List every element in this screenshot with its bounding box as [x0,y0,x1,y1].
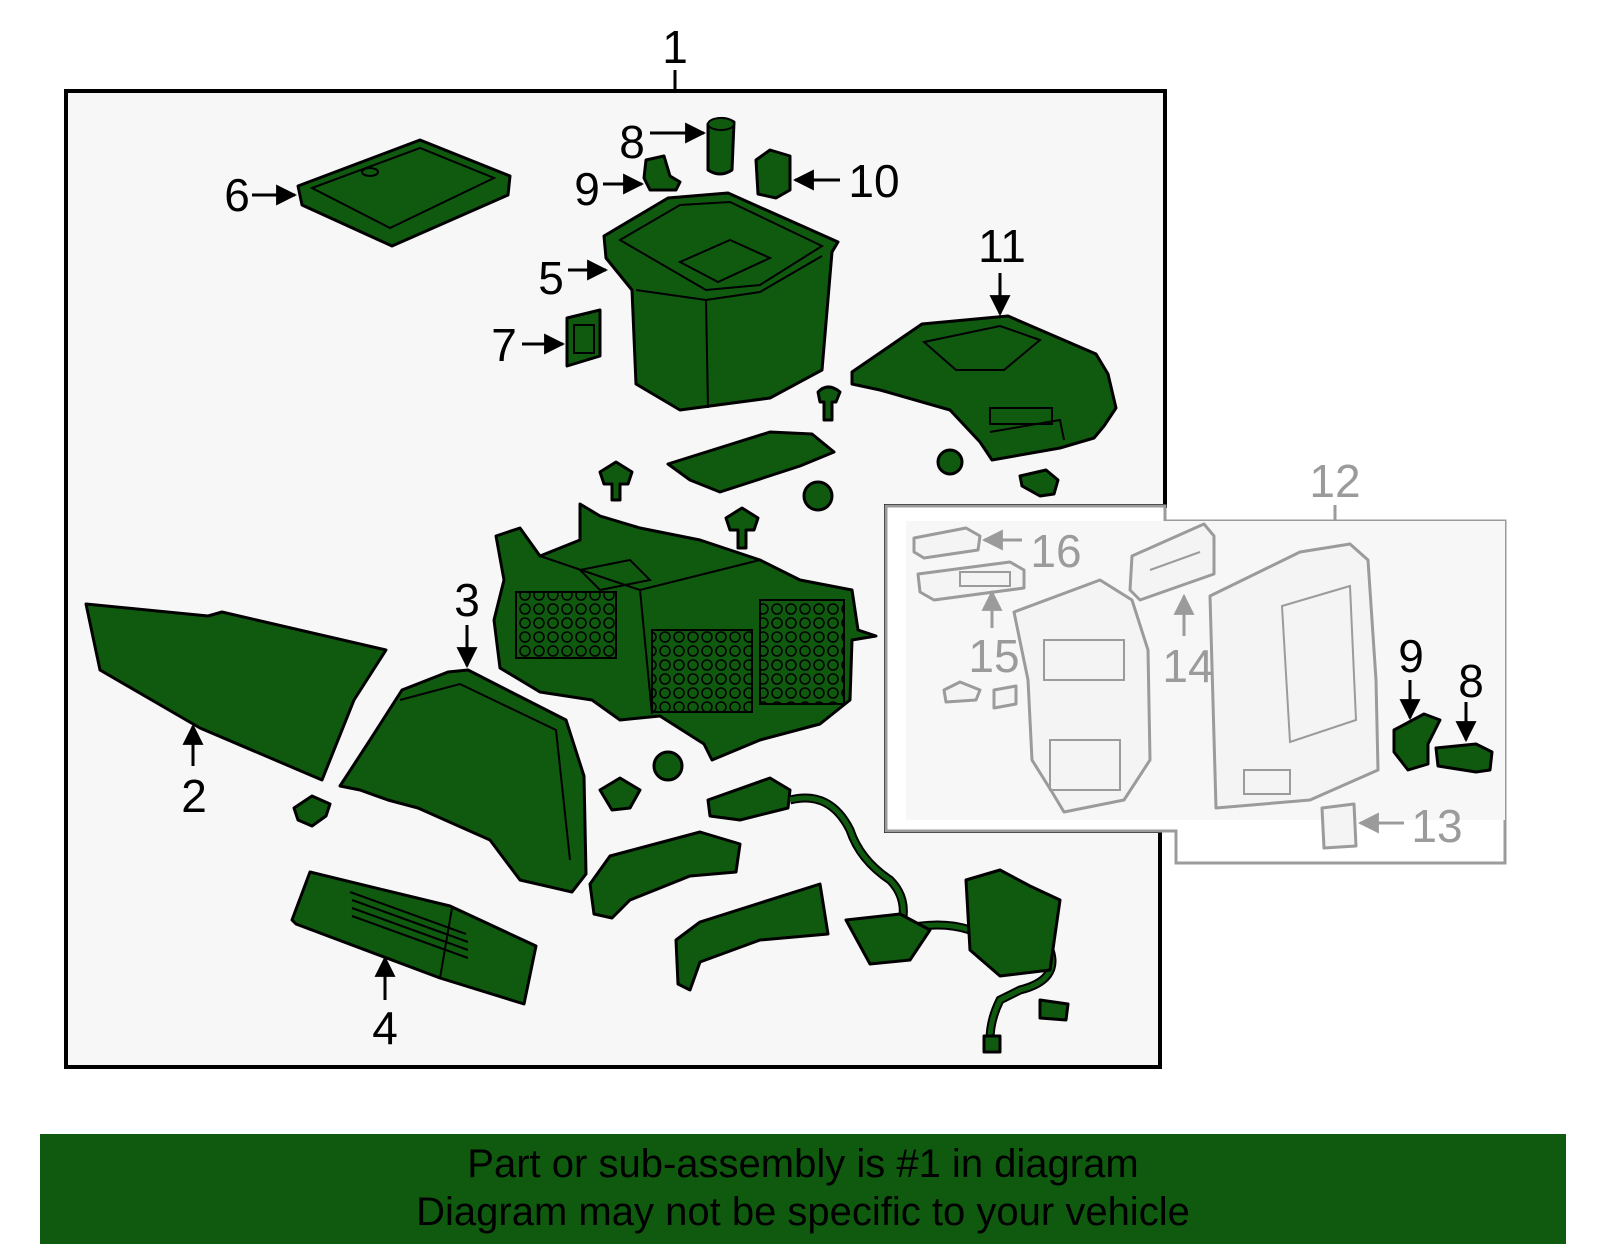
fasteners-lower [292,750,684,828]
part-bracket-plate [666,430,836,494]
leader-arrows [182,122,1477,1000]
callout-8: 8 [619,116,645,168]
callout-12: 12 [1309,455,1360,507]
callout-4: 4 [372,1002,398,1054]
part-3-front-panel [338,668,588,894]
part-lower-brackets [588,776,830,992]
callout-14: 14 [1162,640,1213,692]
fasteners-sub [942,680,1018,710]
part-13-switch [1320,802,1358,850]
callout-10: 10 [848,155,899,207]
callout-11: 11 [978,220,1026,272]
part-2-side-panel [84,602,388,782]
footer-line-2: Diagram may not be specific to your vehi… [416,1190,1190,1234]
part-11-armrest [850,314,1118,462]
part-14-control [1128,522,1216,602]
callout-15: 15 [968,630,1019,682]
footer-banner: Part or sub-assembly is #1 in diagram Di… [40,1134,1566,1244]
callout-5: 5 [538,252,564,304]
callout-9: 9 [574,163,600,215]
part-7-pad [565,308,602,368]
part-10-switch [754,148,792,200]
callout-2: 2 [181,770,207,822]
part-subassembly-bezel [1012,578,1152,814]
fasteners-upper [598,385,1060,550]
part-16-switch [912,526,982,560]
callout-1: 1 [662,21,688,73]
part-5-bin [602,191,840,412]
part-console-frame [492,502,878,762]
footer-line-1: Part or sub-assembly is #1 in diagram [467,1142,1139,1186]
callout-3: 3 [454,574,480,626]
part-6-lid [296,138,512,248]
callout-7: 7 [491,319,517,371]
part-4-front-trim [290,870,538,1006]
callout-13: 13 [1411,800,1462,852]
callout-16: 16 [1030,525,1081,577]
callout-9b: 9 [1398,630,1424,682]
part-8-socket [706,117,736,176]
callout-6: 6 [224,169,250,221]
part-12-panel [1208,542,1380,810]
part-wiring-harness [788,793,1070,1054]
part-8b-socket [1434,742,1494,774]
callout-8b: 8 [1458,655,1484,707]
part-9-plug [642,154,682,192]
part-9b-plug [1392,712,1442,772]
